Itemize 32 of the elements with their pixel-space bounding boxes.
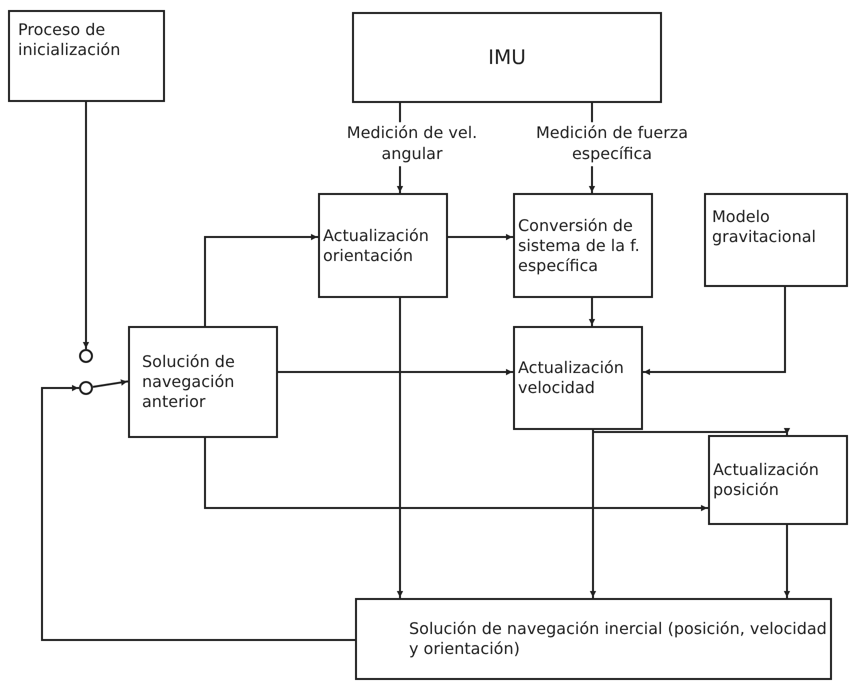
box-label: Actualización velocidad	[518, 358, 625, 398]
box-label: Proceso de inicialización	[18, 20, 122, 60]
box-label: Conversión de sistema de la f. específica	[518, 216, 641, 276]
arrow	[448, 232, 513, 242]
arrow	[587, 298, 597, 326]
process-box	[708, 435, 848, 525]
arrow	[204, 438, 708, 513]
process-box	[513, 193, 653, 298]
switch-contact	[79, 381, 93, 395]
switch-lever-arrow	[92, 378, 128, 388]
box-label: Solución de navegación anterior	[142, 352, 236, 412]
process-box	[128, 326, 278, 438]
process-box	[352, 12, 662, 103]
box-label: Actualización orientación	[323, 226, 430, 266]
arrow	[278, 367, 513, 377]
arrow	[41, 383, 355, 641]
arrow	[395, 298, 405, 598]
arrow	[81, 102, 91, 349]
box-label: IMU	[488, 45, 526, 70]
process-box	[8, 10, 165, 102]
process-box	[318, 193, 448, 298]
box-label: Modelo gravitacional	[712, 207, 817, 247]
arrow	[782, 525, 792, 598]
switch-contact	[79, 349, 93, 363]
process-box	[513, 326, 643, 430]
arrow	[643, 287, 786, 377]
arrow	[204, 232, 318, 326]
arrow	[588, 430, 598, 598]
process-box	[355, 598, 832, 680]
box-label: Actualización posición	[713, 460, 820, 500]
process-box	[704, 193, 848, 287]
box-label: Solución de navegación inercial (posición, velocidad y orientación)	[409, 619, 828, 659]
